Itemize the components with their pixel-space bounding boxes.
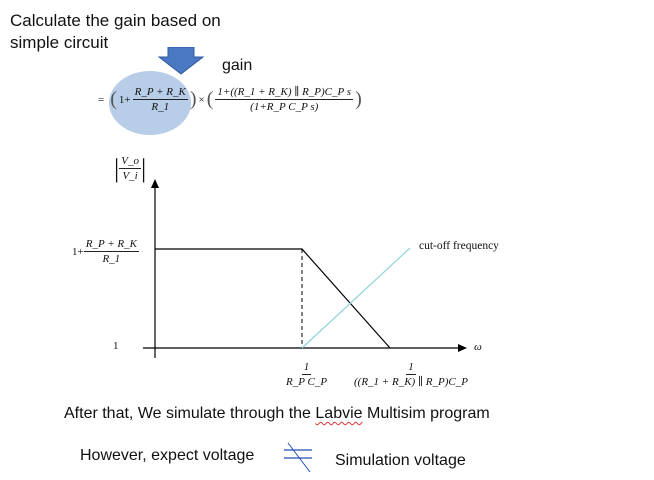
simulation-voltage-line xyxy=(301,247,411,349)
y-high-den: R_1 xyxy=(102,253,121,265)
x-tick-2-num: 1 xyxy=(406,361,416,375)
gain-highlight xyxy=(109,71,191,135)
gain-label: gain xyxy=(222,57,253,74)
abs-bar-right: | xyxy=(140,153,147,183)
title-text: Calculate the gain based on simple circu… xyxy=(10,11,221,52)
formula-open-paren-2: ( xyxy=(206,88,214,110)
abs-bar-left: | xyxy=(114,153,120,183)
gain-formula: = ( 1+ R_P + R_K R_1 ) × ( 1+((R_1 + R_K… xyxy=(98,85,362,114)
formula-equals: = xyxy=(98,93,105,106)
y-axis-arrow-icon xyxy=(151,179,159,188)
y-low-label: 1 xyxy=(113,340,119,352)
y-high-num: R_P + R_K xyxy=(83,238,139,252)
sim-text-after: Multisim program xyxy=(362,405,490,422)
x-tick-1-fraction: 1 R_P C_P xyxy=(284,360,329,389)
sim-text-before: After that, We simulate through the xyxy=(64,405,316,422)
formula-close-paren-2: ) xyxy=(355,88,362,110)
simulation-sentence: After that, We simulate through the Labv… xyxy=(64,405,490,423)
formula-part2-num: 1+((R_1 + R_K) ∥ R_P)C_P s xyxy=(215,86,354,100)
y-high-label: 1+ R_P + R_K R_1 xyxy=(72,237,139,266)
legend-expect-voltage: However, expect voltage xyxy=(80,447,255,464)
x-tick-2: 1 ((R_1 + R_K) ∥ R_P)C_P xyxy=(352,360,470,389)
sim-text-squiggled: Labvie xyxy=(315,405,363,422)
formula-part1-fraction: R_P + R_K R_1 xyxy=(132,85,188,114)
x-axis-arrow-icon xyxy=(458,344,467,352)
x-tick-2-fraction: 1 ((R_1 + R_K) ∥ R_P)C_P xyxy=(352,360,470,389)
y-high-prefix: 1+ xyxy=(72,245,84,258)
formula-part1-prefix: 1+ xyxy=(118,93,131,106)
formula-part2-den: (1+R_P C_P s) xyxy=(250,101,319,113)
y-axis-num: V_o xyxy=(119,155,141,169)
cutoff-frequency-label: cut-off frequency xyxy=(419,240,499,252)
y-axis-fraction: V_o V_i xyxy=(119,154,141,183)
down-arrow-icon xyxy=(158,47,204,75)
x-tick-1-den: R_P C_P xyxy=(286,376,328,388)
x-tick-1: 1 R_P C_P xyxy=(284,360,329,389)
formula-close-paren-1: ) xyxy=(189,88,197,110)
formula-times: × xyxy=(198,93,205,106)
x-tick-1-num: 1 xyxy=(301,361,312,375)
x-tick-2-den: ((R_1 + R_K) ∥ R_P)C_P xyxy=(354,376,468,388)
legend-simulation-voltage: Simulation voltage xyxy=(335,452,466,469)
x-axis-label: ω xyxy=(474,341,482,353)
formula-part2-fraction: 1+((R_1 + R_K) ∥ R_P)C_P s (1+R_P C_P s) xyxy=(215,85,354,114)
y-axis-label: | V_o V_i | xyxy=(114,154,146,183)
formula-open-paren-1: ( xyxy=(110,88,117,110)
formula-part1-den: R_1 xyxy=(151,101,170,113)
legend-diagonal xyxy=(287,442,311,473)
formula-part1-num: R_P + R_K xyxy=(132,86,188,100)
y-axis-den: V_i xyxy=(122,170,138,182)
y-high-fraction: R_P + R_K R_1 xyxy=(83,237,139,266)
